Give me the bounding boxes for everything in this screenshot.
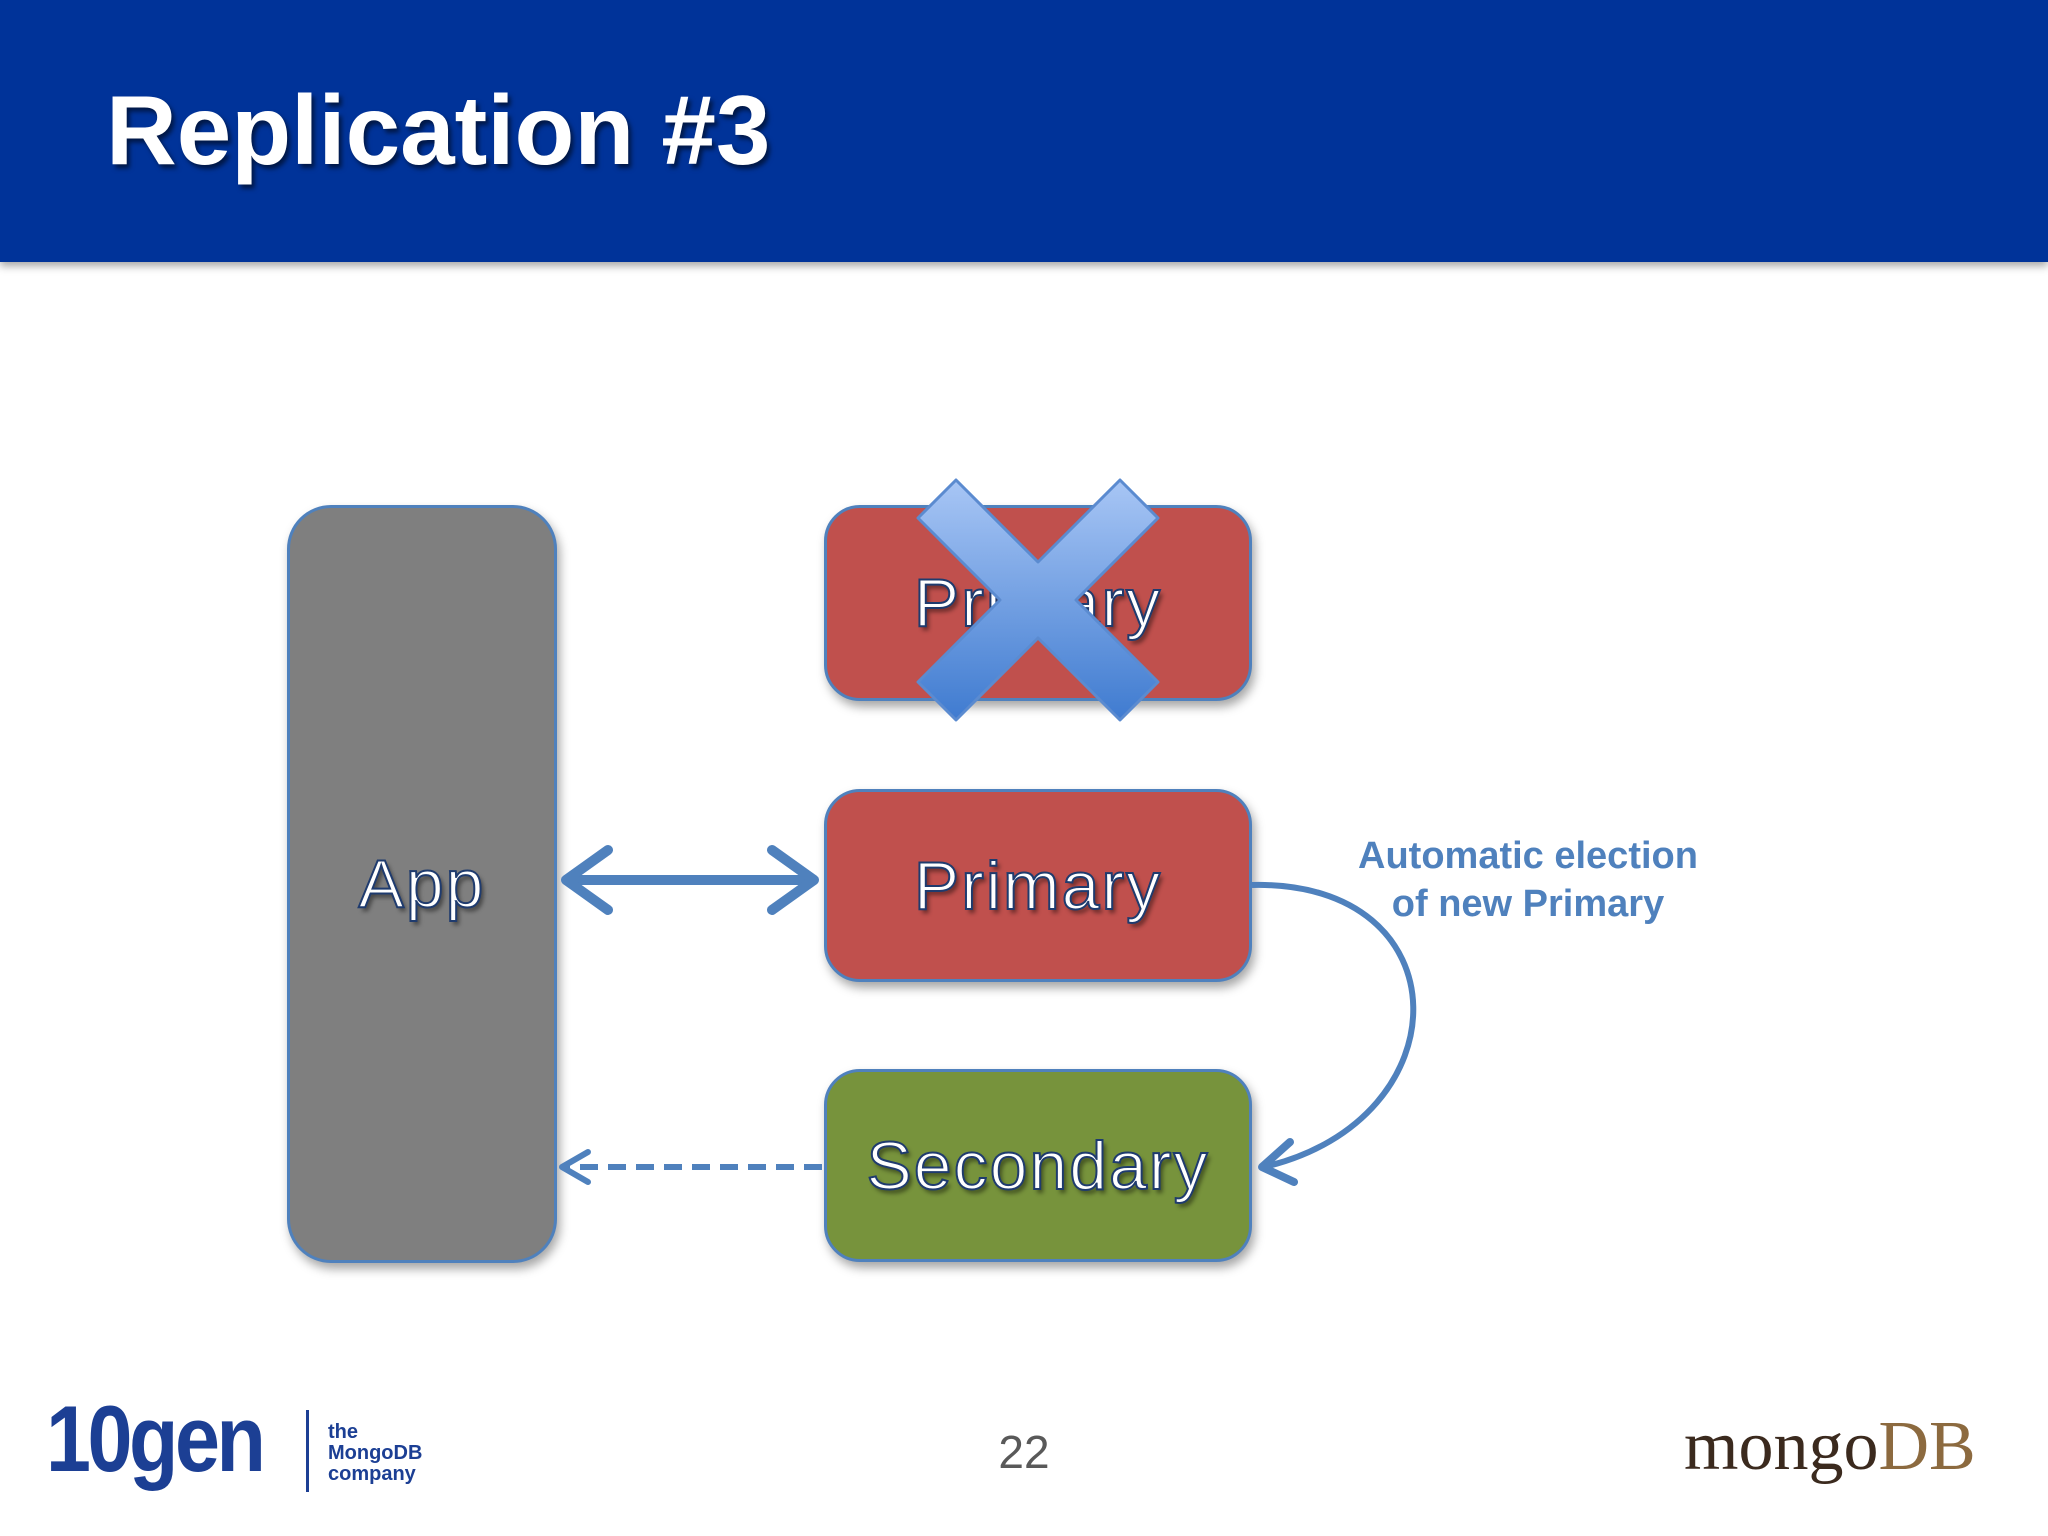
page-number: 22 (998, 1426, 1050, 1478)
secondary-app-dashed-arrow (559, 1149, 822, 1185)
app-primary-arrow (561, 845, 819, 915)
annotation-line-1: Automatic election (1358, 835, 1698, 877)
secondary-label: Secondary (865, 1127, 1210, 1205)
mongodb-logo-part1: mongo (1684, 1408, 1879, 1485)
mongodb-logo: mongoDB (1684, 1412, 1976, 1482)
app-node: App (287, 505, 557, 1263)
secondary-node: Secondary (824, 1069, 1252, 1262)
10gen-logo: 10gen (46, 1386, 266, 1491)
new-primary-node: Primary (824, 789, 1252, 982)
primary-label: Primary (913, 847, 1163, 925)
logo-divider (306, 1410, 309, 1492)
election-curve-arrow (1251, 881, 1417, 1186)
tagline-line-3: company (328, 1463, 416, 1485)
title-bar: Replication #3 (0, 0, 2048, 262)
10gen-tagline: the MongoDB company (328, 1422, 422, 1485)
x-cross-icon (916, 478, 1160, 722)
mongodb-logo-part2: DB (1878, 1408, 1976, 1485)
election-annotation: Automatic election of new Primary (1322, 832, 1734, 928)
tagline-line-1: the (328, 1421, 358, 1443)
slide-title: Replication #3 (106, 75, 771, 185)
app-label: App (358, 845, 486, 923)
tagline-line-2: MongoDB (328, 1442, 423, 1464)
annotation-line-2: of new Primary (1391, 883, 1665, 925)
